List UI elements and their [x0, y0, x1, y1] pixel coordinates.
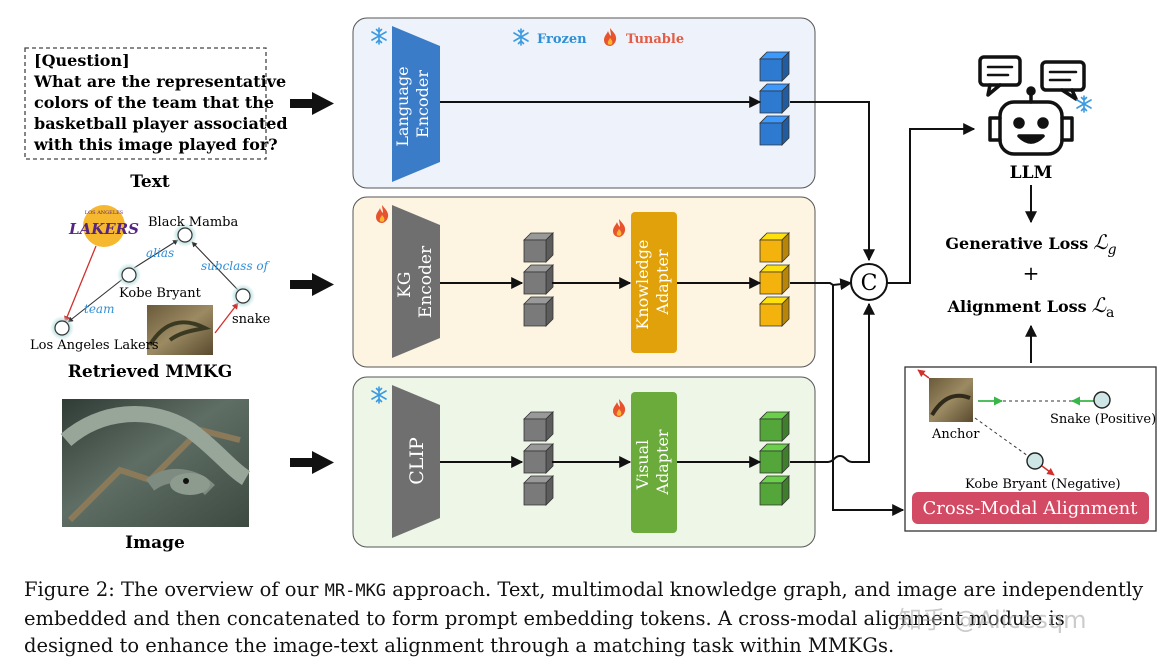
- input-snake-image: [60, 399, 251, 527]
- visual-adapter-label: Visual Adapter: [633, 429, 672, 495]
- negative-label: Kobe Bryant (Negative): [965, 477, 1121, 492]
- token-cube: [523, 411, 554, 442]
- llm-frozen-snowflake-icon: [1076, 95, 1092, 113]
- alignment-title-bar: [912, 492, 1149, 524]
- positive-node: [1093, 391, 1111, 409]
- lakers-logo-small-text: LOS ANGELES: [85, 210, 124, 216]
- question-tag: [Question]: [34, 51, 130, 70]
- kg-node-lakers: Los Angeles Lakers: [30, 338, 159, 353]
- kg-encoder-module: [392, 205, 440, 358]
- negative-node: [1026, 452, 1044, 470]
- alignment-anchor-image: [929, 378, 973, 422]
- text-input-label: Text: [130, 172, 170, 192]
- token-cube: [523, 475, 554, 506]
- watermark: 知乎 @Alicesqm: [898, 606, 1087, 634]
- flow-lines: [440, 96, 1037, 516]
- token-cube: [759, 51, 790, 82]
- input-arrow: [290, 92, 334, 115]
- llm-robot-icon: [978, 55, 1086, 156]
- legend-tunable: Tunable: [626, 32, 684, 47]
- concat-node: [850, 263, 888, 301]
- question-line: colors of the team that the: [34, 93, 274, 112]
- alignment-title: Cross-Modal Alignment: [923, 498, 1139, 519]
- token-cube: [523, 232, 554, 263]
- concat-label: C: [861, 271, 878, 296]
- clip-label: CLIP: [406, 437, 428, 485]
- input-arrow: [290, 273, 334, 296]
- kg-edge-team: team: [84, 302, 114, 316]
- kg-node-black-mamba: Black Mamba: [148, 215, 238, 230]
- question-box: [Question] What are the representative c…: [24, 47, 288, 160]
- lakers-logo-text: LAKERS: [68, 220, 139, 238]
- image-input-label: Image: [125, 533, 185, 553]
- positive-label: Snake (Positive): [1050, 412, 1156, 427]
- token-cube: [523, 443, 554, 474]
- knowledge-adapter-label: Knowledge Adapter: [633, 234, 672, 329]
- question-line: What are the representative: [33, 72, 286, 91]
- kg-encoder-label: KG Encoder: [395, 245, 436, 318]
- input-arrow: [290, 451, 334, 474]
- token-cube: [759, 115, 790, 146]
- retrieved-mmkg-graph: LOS ANGELES LAKERS Black Mamba alias sub…: [30, 205, 271, 355]
- token-cube: [759, 475, 790, 506]
- visual-adapter-module: [631, 392, 677, 533]
- token-cube: [523, 264, 554, 295]
- figure-caption: Figure 2: The overview of our MR-MKG app…: [24, 578, 1144, 657]
- diagram: [Question] What are the representative c…: [24, 17, 1157, 553]
- token-cube: [759, 296, 790, 327]
- question-line: basketball player associated: [34, 114, 288, 133]
- kg-edge-alias: alias: [146, 246, 174, 260]
- kg-node-kobe: Kobe Bryant: [119, 286, 202, 301]
- token-cube: [759, 264, 790, 295]
- question-line: with this image played for?: [33, 135, 278, 154]
- kg-edge-subclass: subclass of: [201, 259, 271, 273]
- language-encoder-module: [392, 26, 440, 182]
- lakers-logo: LOS ANGELES LAKERS: [68, 205, 139, 247]
- token-cube: [759, 83, 790, 114]
- kg-input-label: Retrieved MMKG: [68, 362, 232, 382]
- token-cube: [759, 443, 790, 474]
- token-cube: [759, 411, 790, 442]
- kg-node-snake: snake: [232, 312, 271, 327]
- legend-frozen: Frozen: [537, 32, 587, 47]
- plus-sign: +: [1023, 261, 1040, 285]
- clip-module: [392, 385, 440, 538]
- language-encoder-label: Language Encoder: [393, 61, 432, 146]
- token-cube: [523, 296, 554, 327]
- knowledge-adapter-module: [631, 212, 677, 353]
- token-cube: [759, 232, 790, 263]
- token-stacks: [523, 51, 790, 506]
- anchor-label: Anchor: [931, 427, 980, 442]
- llm-label: LLM: [1010, 163, 1053, 183]
